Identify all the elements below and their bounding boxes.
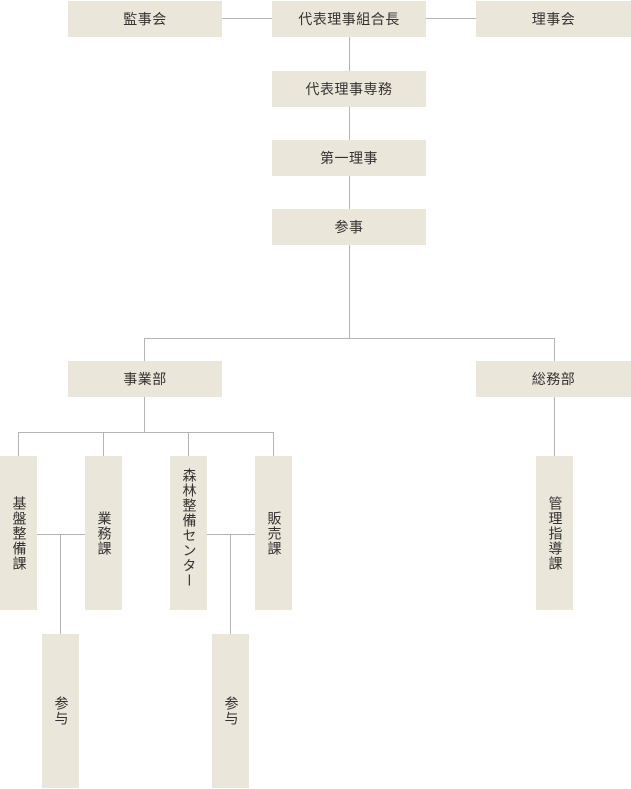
audit-board-label: 監事会 bbox=[123, 12, 167, 28]
advisor-right-label: 参与 bbox=[222, 696, 239, 726]
managing-director-label: 代表理事専務 bbox=[305, 82, 393, 98]
counselor-label: 参事 bbox=[334, 220, 364, 236]
infrastructure-section-label: 基盤整備課 bbox=[10, 495, 27, 571]
forest-center-box: 森林整備センター bbox=[170, 456, 207, 610]
forest-center-label: 森林整備センター bbox=[180, 468, 197, 588]
chairman-label: 代表理事組合長 bbox=[298, 12, 400, 28]
first-director-label: 第一理事 bbox=[320, 151, 378, 167]
management-guidance-section-box: 管理指導課 bbox=[536, 456, 573, 610]
chairman-box: 代表理事組合長 bbox=[272, 1, 426, 37]
counselor-box: 参事 bbox=[272, 209, 426, 245]
advisor-left-label: 参与 bbox=[52, 696, 69, 726]
board-label: 理事会 bbox=[531, 12, 576, 28]
audit-board-box: 監事会 bbox=[68, 1, 222, 37]
infrastructure-section-box: 基盤整備課 bbox=[0, 456, 37, 610]
business-department-box: 事業部 bbox=[68, 361, 222, 397]
advisor-left-box: 参与 bbox=[42, 634, 79, 788]
board-box: 理事会 bbox=[476, 1, 631, 37]
sales-section-label: 販売課 bbox=[265, 510, 282, 556]
business-department-label: 事業部 bbox=[123, 372, 167, 388]
management-guidance-section-label: 管理指導課 bbox=[546, 495, 563, 571]
advisor-right-box: 参与 bbox=[212, 634, 249, 788]
first-director-box: 第一理事 bbox=[272, 140, 426, 176]
operations-section-box: 業務課 bbox=[85, 456, 122, 610]
general-affairs-department-label: 総務部 bbox=[531, 372, 576, 388]
general-affairs-department-box: 総務部 bbox=[476, 361, 631, 397]
sales-section-box: 販売課 bbox=[255, 456, 292, 610]
operations-section-label: 業務課 bbox=[95, 510, 112, 556]
managing-director-box: 代表理事専務 bbox=[272, 71, 426, 107]
